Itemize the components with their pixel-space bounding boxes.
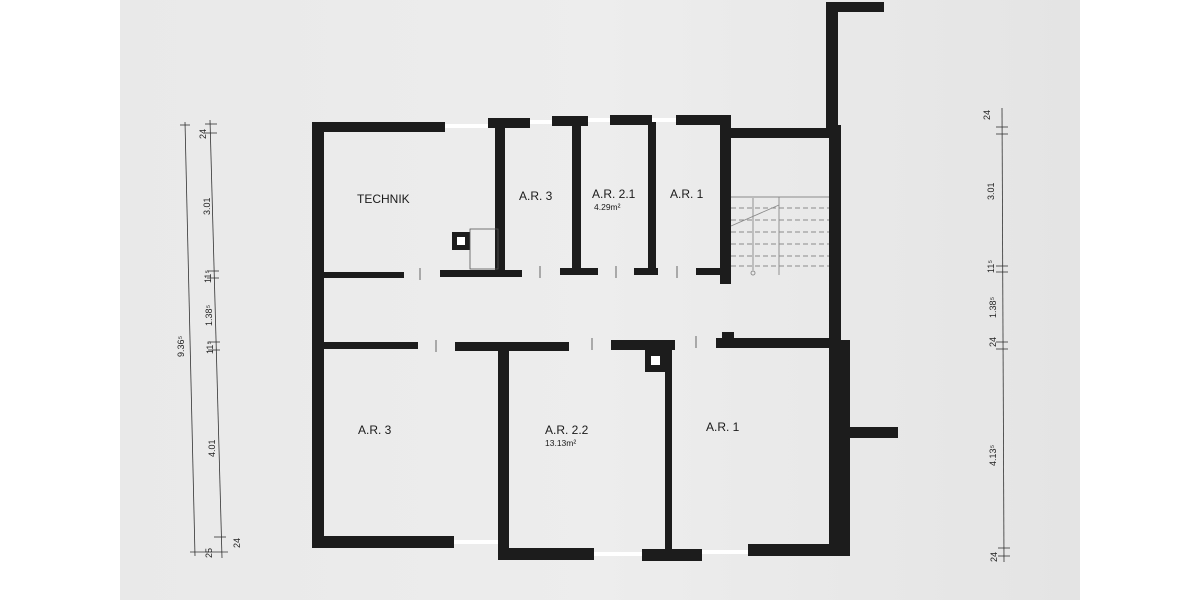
label-ar1-bottom: A.R. 1 [706, 420, 740, 434]
dimension-chain-left [180, 119, 228, 559]
wall-bottom-1 [318, 536, 454, 548]
window-top-2 [530, 120, 552, 124]
dim-right-413: 4.13⁵ [988, 444, 998, 466]
dim-right-24-mid: 24 [988, 337, 998, 347]
wall-top-2 [488, 118, 530, 128]
shaft-technik [452, 228, 499, 270]
label-ar1-top: A.R. 1 [670, 187, 704, 201]
dim-right-24-bottom: 24 [989, 552, 999, 562]
wall-left [312, 122, 324, 548]
wall-ar3-ar22 [498, 346, 509, 558]
dim-left-11-b: 11⁵ [205, 341, 215, 354]
label-ar3-bottom: A.R. 3 [358, 423, 392, 437]
wall-ar22-ar1 [665, 346, 672, 552]
door-marks [419, 266, 697, 352]
wall-stub-right [846, 427, 898, 438]
corridor-bottom-1 [324, 342, 418, 349]
wall-upper-vertical [826, 4, 838, 138]
wall-technik-ar3 [495, 126, 505, 274]
window-top-4 [652, 118, 676, 122]
label-ar22: A.R. 2.2 [545, 423, 589, 437]
wall-ar21-ar1 [648, 122, 656, 272]
dimension-labels-right: 24 3.01 11⁵ 1.38⁵ 24 4.13⁵ 24 [982, 110, 999, 562]
wall-stair-top [720, 128, 830, 138]
wall-top-5 [676, 115, 731, 125]
dim-left-total: 9.36⁵ [176, 335, 186, 357]
label-ar21: A.R. 2.1 [592, 187, 636, 201]
label-technik: TECHNIK [357, 192, 410, 206]
dim-right-301: 3.01 [986, 182, 996, 200]
wall-bottom-3 [642, 549, 702, 561]
paper-sheet [120, 0, 1080, 600]
corridor-top-1 [324, 272, 404, 278]
corridor-pillar [722, 332, 734, 342]
wall-ar1-stair [720, 124, 731, 284]
corridor-top-5 [696, 268, 724, 275]
dim-left-301: 3.01 [202, 197, 212, 215]
room-labels: TECHNIK A.R. 3 A.R. 2.1 4.29m² A.R. 1 A.… [357, 187, 740, 448]
window-bottom-2 [594, 552, 642, 556]
dim-left-401: 4.01 [207, 439, 217, 457]
dimension-labels-left: 9.36⁵ 24 3.01 11⁵ 1.38⁵ 11⁵ 4.01 25 24 [176, 129, 242, 558]
dim-right-11: 11⁵ [986, 260, 996, 273]
dim-left-25: 25 [204, 548, 214, 558]
dim-left-24-top: 24 [198, 129, 208, 139]
label-ar22-area: 13.13m² [545, 438, 576, 448]
wall-upper-horizontal [826, 2, 884, 12]
dim-left-138: 1.38⁵ [204, 304, 214, 326]
window-bottom-1 [454, 540, 498, 544]
corridor-bottom-2 [455, 342, 569, 351]
corridor-bottom-3 [611, 340, 675, 350]
staircase [730, 196, 829, 276]
wall-top-3 [552, 116, 588, 126]
shaft-ar22 [645, 350, 667, 372]
dimension-chain-right [996, 107, 1010, 563]
dim-left-24-bottom: 24 [232, 538, 242, 548]
wall-ar3-ar21 [572, 124, 581, 272]
window-bottom-3 [702, 550, 748, 554]
corridor-top-3 [560, 268, 598, 275]
wall-bottom-2 [498, 548, 594, 560]
corridor-top-2 [440, 270, 522, 277]
dim-right-138: 1.38⁵ [988, 296, 998, 318]
dim-left-11-a: 11⁵ [203, 270, 213, 283]
window-top-1 [445, 124, 488, 128]
wall-top-1 [312, 122, 445, 132]
window-top-3 [588, 118, 610, 122]
corridor-top-4 [634, 268, 658, 275]
label-ar21-area: 4.29m² [594, 202, 621, 212]
dim-right-24-top: 24 [982, 110, 992, 120]
wall-bottom-4 [748, 544, 850, 556]
wall-right-lower [838, 340, 850, 554]
corridor-bottom-4 [716, 338, 834, 348]
label-ar3-top: A.R. 3 [519, 189, 553, 203]
wall-top-4 [610, 115, 652, 125]
walls [312, 2, 898, 561]
